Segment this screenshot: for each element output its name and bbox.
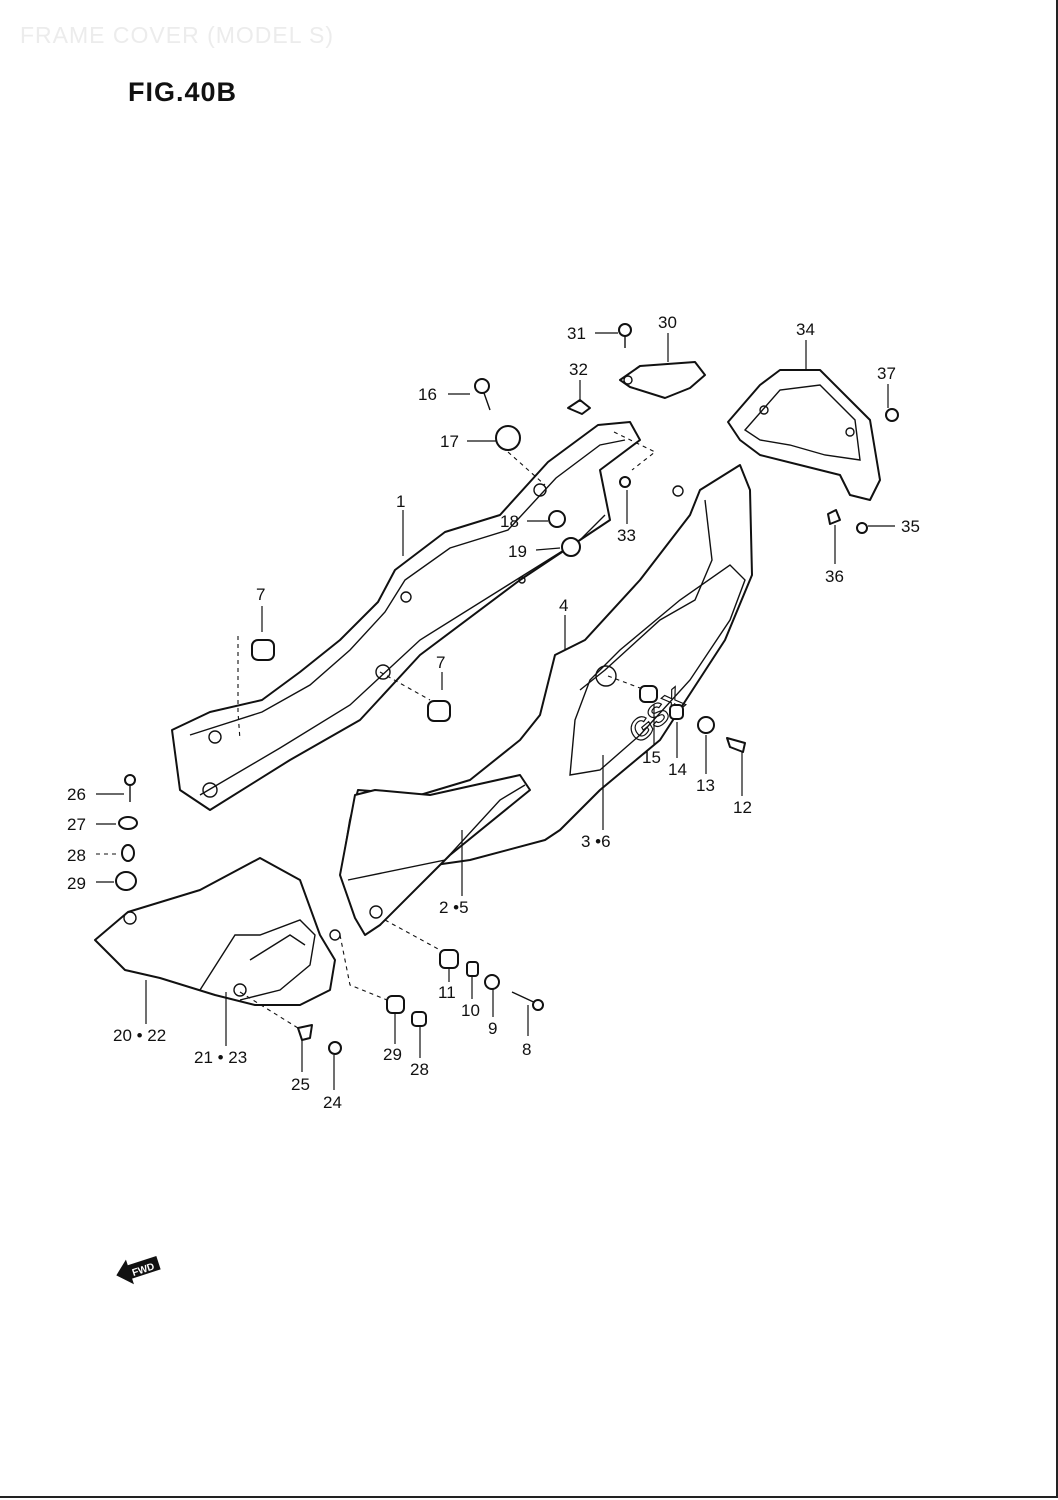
page-border-bottom (0, 1496, 1058, 1498)
section-watermark: FRAME COVER (MODEL S) (20, 22, 335, 48)
callout-label: 32 (569, 360, 588, 379)
callout-label: 24 (323, 1093, 342, 1112)
callout-label: 20 • 22 (113, 1026, 166, 1045)
callout-label: 3 •6 (581, 832, 611, 851)
callout-label: 18 (500, 512, 519, 531)
callout-label: 28 (410, 1060, 429, 1079)
page-border-right (1056, 0, 1058, 1498)
callout-label: 7 (256, 585, 265, 604)
callout-label: 11 (438, 983, 456, 1002)
forward-arrow-icon: FWD (116, 1256, 161, 1285)
callout-label: 17 (440, 432, 459, 451)
callout-labels: 1 2 •5 3 •6 4 7 7 8 9 10 11 12 13 14 15 … (67, 313, 920, 1112)
callout-label: 16 (418, 385, 437, 404)
figure-title: FIG.40B (128, 77, 238, 107)
callout-label: 36 (825, 567, 844, 586)
callout-label: 26 (67, 785, 86, 804)
cap-part (619, 361, 706, 399)
lower-front-cover-part (94, 857, 341, 1006)
callout-label: 2 •5 (439, 898, 469, 917)
callout-label: 19 (508, 542, 527, 561)
callout-label: 27 (67, 815, 86, 834)
callout-label: 7 (436, 653, 445, 672)
callout-label: 4 (559, 596, 568, 615)
lower-trim-panel-part (339, 774, 531, 936)
callout-label: 29 (383, 1045, 402, 1064)
callout-label: 28 (67, 846, 86, 865)
callout-label: 12 (733, 798, 752, 817)
callout-label: 1 (396, 492, 405, 511)
callout-label: 35 (901, 517, 920, 536)
callout-label: 10 (461, 1001, 480, 1020)
callout-label: 37 (877, 364, 896, 383)
callout-label: 9 (488, 1019, 497, 1038)
callout-label: 13 (696, 776, 715, 795)
callout-label: 21 • 23 (194, 1048, 247, 1067)
rear-handle-part (727, 369, 881, 501)
callout-label: 14 (668, 760, 687, 779)
callout-label: 33 (617, 526, 636, 545)
frame-cover-rail-part (171, 421, 641, 811)
callout-label: 30 (658, 313, 677, 332)
leader-lines (96, 332, 895, 1090)
callout-label: 15 (642, 748, 661, 767)
callout-label: 34 (796, 320, 815, 339)
callout-label: 25 (291, 1075, 310, 1094)
callout-label: 31 (567, 324, 586, 343)
callout-label: 8 (522, 1040, 531, 1059)
callout-label: 29 (67, 874, 86, 893)
